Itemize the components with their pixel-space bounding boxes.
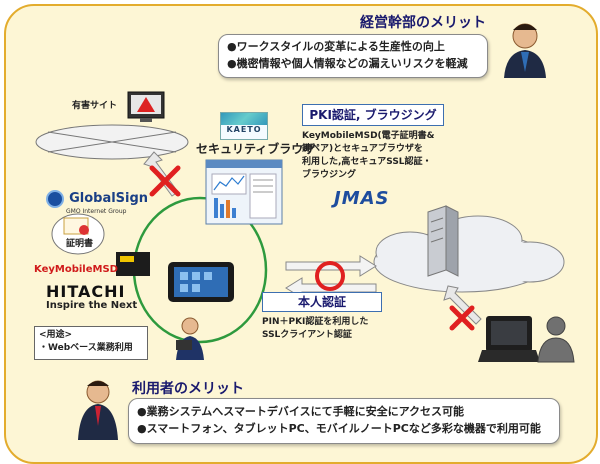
pki-title: PKI認証, ブラウジング xyxy=(302,104,444,126)
tablet-icon xyxy=(168,262,234,302)
allowed-circle-icon xyxy=(315,261,345,291)
auth-desc: PIN＋PKI認証を利用した SSLクライアント認証 xyxy=(262,316,368,342)
block-cross-icon xyxy=(149,165,181,197)
usage-item: ・Webベース業務利用 xyxy=(39,343,133,353)
exec-bullet-2: ●機密情報や個人情報などの漏えいリスクを軽減 xyxy=(227,57,468,70)
harmful-site-label: 有害サイト xyxy=(72,101,118,111)
person-silhouette-icon xyxy=(537,316,575,363)
keymobile-label: KeyMobileMSD xyxy=(34,264,118,275)
exec-title: 経営幹部のメリット xyxy=(360,15,486,31)
browser-label: セキュリティブラウザ xyxy=(196,142,316,156)
usage-title: <用途> xyxy=(39,330,73,340)
hitachi-tagline: Inspire the Next xyxy=(46,300,138,311)
kaeto-logo: KAETO xyxy=(220,112,268,140)
pki-line-2: 鍵ペア)とセキュアブラウザを xyxy=(302,144,423,154)
terminal-device-icon xyxy=(478,316,540,362)
user-bullet-1: ●業務システムへスマートデバイスにて手軽に安全にアクセス可能 xyxy=(137,405,465,418)
server-icon xyxy=(427,205,459,277)
jmas-logo: JMAS xyxy=(334,188,390,209)
executive-person-icon xyxy=(504,23,546,78)
auth-line-1: PIN＋PKI認証を利用した xyxy=(262,317,369,327)
kaeto-logo-text: KAETO xyxy=(226,125,262,134)
user-with-tablet-icon xyxy=(176,317,204,360)
certificate-label: 証明書 xyxy=(66,239,94,249)
harmful-site-cloud xyxy=(35,124,189,160)
user-title: 利用者のメリット xyxy=(132,381,244,397)
pki-line-4: ブラウジング xyxy=(302,170,357,180)
pki-line-3: 利用した,高セキュアSSL認証・ xyxy=(302,157,432,167)
exec-bullet-1: ●ワークスタイルの変革による生産性の向上 xyxy=(227,40,445,53)
user-bullet-2: ●スマートフォン、タブレットPC、モバイルノートPCなど多彩な機器で利用可能 xyxy=(137,422,541,435)
pki-desc: KeyMobileMSD(電子証明書& 鍵ペア)とセキュアブラウザを 利用した,… xyxy=(302,130,435,182)
block-cross-icon-2 xyxy=(449,305,475,331)
user-bubble: ●業務システムへスマートデバイスにて手軽に安全にアクセス可能 ●スマートフォン、… xyxy=(128,398,560,444)
auth-line-2: SSLクライアント認証 xyxy=(262,330,352,340)
certificate-icon xyxy=(51,213,105,255)
globalsign-name: GlobalSign xyxy=(69,191,149,206)
globalsign-sub: GMO Internet Group xyxy=(66,207,127,215)
sd-card-icon xyxy=(116,252,150,276)
exec-bubble: ●ワークスタイルの変革による生産性の向上 ●機密情報や個人情報などの漏えいリスク… xyxy=(218,34,488,78)
auth-title: 本人認証 xyxy=(262,292,382,312)
blocked-arrow-2 xyxy=(443,285,482,325)
hitachi-logo: HITACHI xyxy=(46,282,126,301)
globalsign-logo: GlobalSign GMO Internet Group xyxy=(46,188,148,215)
browser-window-icon xyxy=(205,159,283,225)
globalsign-mark-icon xyxy=(46,189,64,208)
server-cloud xyxy=(373,215,565,293)
usage-box: <用途> ・Webベース業務利用 xyxy=(34,326,148,360)
pki-line-1: KeyMobileMSD(電子証明書& xyxy=(302,131,435,141)
user-person-icon xyxy=(78,380,118,440)
harmful-monitor-icon xyxy=(127,91,165,122)
